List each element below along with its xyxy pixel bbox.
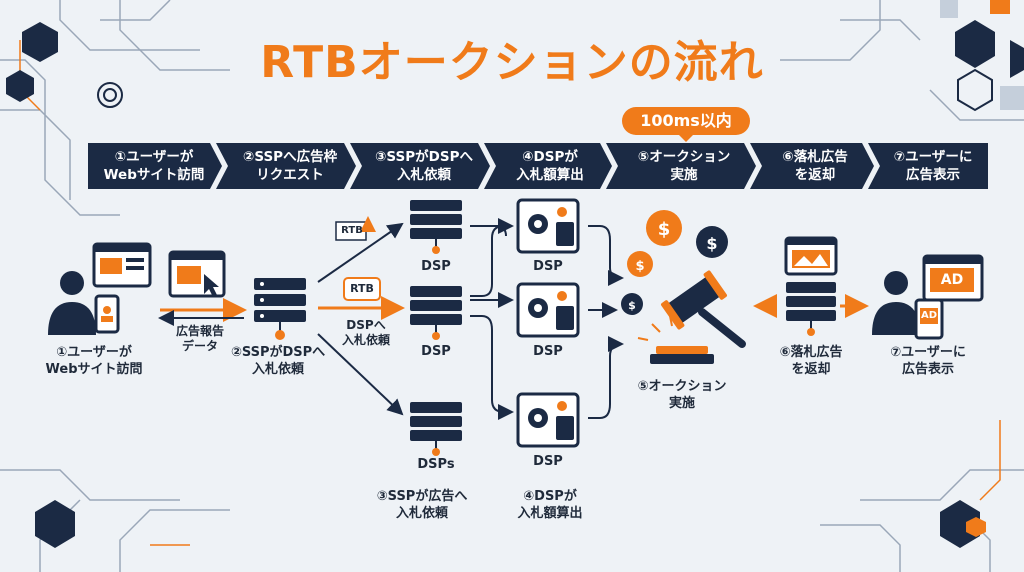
dsp-request-label: DSPへ 入札依頼 [341,318,390,347]
return-ad-label: ⑥落札広告 を返却 [779,345,843,377]
ssp-label: ②SSPがDSPへ 入札依頼 [230,345,326,377]
dsp-server-top-icon [410,200,462,254]
winning-ad-window-icon [784,236,838,276]
step-4: ④DSPが 入札額算出 [516,149,584,183]
rtb-top-label: RTB [341,225,363,236]
step-6: ⑥落札広告 を返却 [782,149,848,183]
step-1: ①ユーザーが Webサイト訪問 [103,149,205,183]
rtb-mid-icon [343,277,381,301]
step-5: ⑤オークション 実施 [637,149,731,183]
dsp-mid-label: DSP [421,344,451,359]
bid-calc-mid-icon [516,282,580,338]
show-ad-label: ⑦ユーザーに 広告表示 [890,345,966,377]
ssp-bottom-label: ③SSPが広告へ 入札依頼 [376,489,468,521]
ad-display-window-icon [922,254,984,302]
auction-label: ⑤オークション 実施 [637,379,727,411]
gavel-icon [637,270,746,364]
ad-big-label: AD [940,272,964,288]
report-data-label: 広告報告 データ [175,324,224,353]
svg-text:$: $ [706,234,717,253]
bid-top-label: DSP [533,259,563,274]
coin-icon-1: $ [646,210,682,246]
coin-icon-4: $ [621,293,643,315]
user-icon [48,271,96,335]
user-label: ①ユーザーが Webサイト訪問 [45,345,143,377]
svg-text:$: $ [628,299,636,312]
step-2: ②SSPへ広告枠 リクエスト [242,149,338,183]
dsp-server-bottom-icon [410,402,462,456]
step-7: ⑦ユーザーに 広告表示 [893,149,973,183]
browser-window-icon [92,242,152,288]
dsp-server-mid-icon [410,286,462,340]
svg-text:$: $ [658,219,671,240]
coin-icon-2: $ [696,226,728,258]
smartphone-icon [94,294,120,334]
svg-text:$: $ [635,259,644,274]
time-limit-badge: 100ms以内 [622,107,750,135]
ad-display-phone-icon [914,298,944,340]
step-3: ③SSPがDSPへ 入札依頼 [375,149,473,183]
final-user-icon [872,271,920,335]
ad-click-window-icon [168,250,226,298]
bid-mid-label: DSP [533,344,563,359]
ad-server-icon [786,282,836,336]
dsp-calc-bottom-label: ④DSPが 入札額算出 [517,489,583,521]
bid-bottom-label: DSP [533,454,563,469]
dsp-bottom-label: DSPs [417,457,455,472]
rtb-top-icon [335,216,376,241]
bid-calc-top-icon [516,198,580,254]
ad-small-label: AD [920,310,938,321]
page-title: RTBオークションの流れ [260,37,764,88]
rtb-mid-label: RTB [350,282,374,295]
bid-calc-bottom-icon [516,392,580,448]
time-limit-badge-tail [678,134,694,142]
coin-icon-3: $ [627,251,653,277]
ssp-server-icon [254,278,306,340]
dsp-top-label: DSP [421,259,451,274]
